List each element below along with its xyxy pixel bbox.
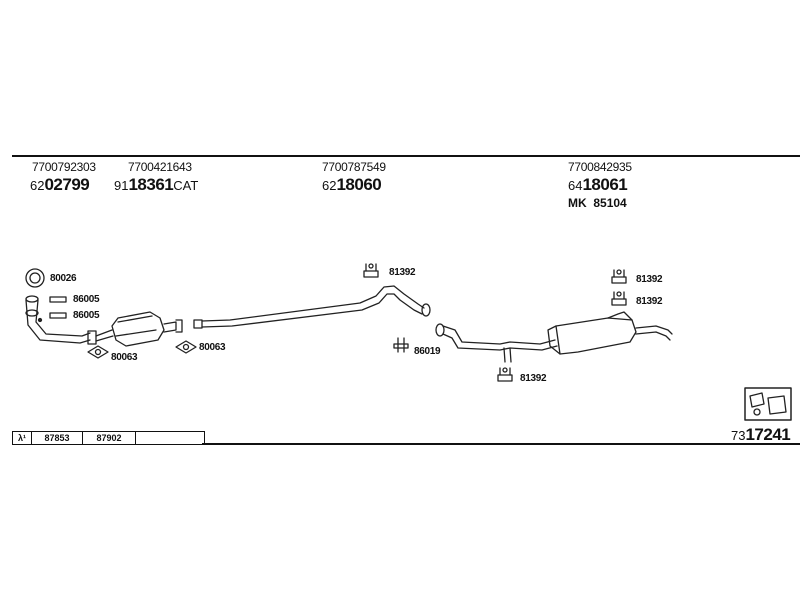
- part-suffix: CAT: [173, 178, 199, 193]
- part-main: 18060: [336, 175, 382, 194]
- lambda-symbol: λ¹: [13, 432, 32, 444]
- mk-number: 85104: [593, 196, 627, 210]
- clamp-icon: [393, 337, 409, 353]
- part-main: 02799: [44, 175, 90, 194]
- middle-pipe-icon: [193, 285, 431, 329]
- clamp-icon: [49, 296, 67, 319]
- part-main: 18061: [582, 175, 628, 194]
- kit-main: 17241: [745, 425, 791, 444]
- catalytic-converter-icon: [95, 311, 183, 347]
- kit-box-icon: [744, 387, 792, 421]
- kit-prefix: 73: [731, 428, 746, 443]
- ref-cell: 87902: [83, 432, 136, 444]
- callout-rear-pipe-hanger: 81392: [520, 373, 547, 384]
- rubber-hanger-icon: [497, 269, 627, 382]
- oe-number-middle-pipe: 7700787549: [322, 160, 386, 174]
- callout-mid-clamp: 86019: [414, 346, 441, 357]
- part-number-middle-pipe: 6218060: [322, 175, 382, 195]
- part-prefix: 62: [322, 178, 337, 193]
- ref-cell: 87853: [32, 432, 83, 444]
- oe-number-front-pipe: 7700792303: [32, 160, 96, 174]
- part-prefix: 64: [568, 178, 583, 193]
- rubber-hanger-icon: [363, 263, 379, 278]
- callout-flange-gasket: 80063: [199, 342, 226, 353]
- mounting-kit-label: MK 85104: [568, 196, 627, 210]
- oe-number-rear-silencer: 7700842935: [568, 160, 632, 174]
- callout-mid-hanger: 81392: [389, 267, 416, 278]
- flange-gasket-icon: [87, 340, 197, 359]
- part-prefix: 62: [30, 178, 45, 193]
- part-number-rear-silencer: 6418061: [568, 175, 628, 195]
- top-divider-line: [12, 155, 800, 157]
- part-number-catalyst: 9118361CAT: [114, 175, 198, 195]
- part-prefix: 91: [114, 178, 129, 193]
- callout-front-clamp: 86005: [73, 310, 100, 321]
- reference-table: λ¹ 87853 87902: [12, 431, 205, 445]
- rear-silencer-icon: [435, 311, 673, 363]
- front-downpipe-icon: [25, 295, 97, 345]
- oe-number-catalyst: 7700421643: [128, 160, 192, 174]
- mk-label: MK: [568, 196, 587, 210]
- part-number-front-pipe: 6202799: [30, 175, 90, 195]
- ring-gasket-icon: [25, 268, 45, 288]
- callout-ring-gasket: 80026: [50, 273, 77, 284]
- callout-flange-gasket: 80063: [111, 352, 138, 363]
- ref-cell: [136, 432, 204, 444]
- callout-front-clamp: 86005: [73, 294, 100, 305]
- part-main: 18361: [128, 175, 174, 194]
- kit-number: 7317241: [731, 425, 791, 445]
- callout-rear-hanger: 81392: [636, 296, 663, 307]
- callout-rear-hanger: 81392: [636, 274, 663, 285]
- bottom-divider-line: [202, 443, 800, 445]
